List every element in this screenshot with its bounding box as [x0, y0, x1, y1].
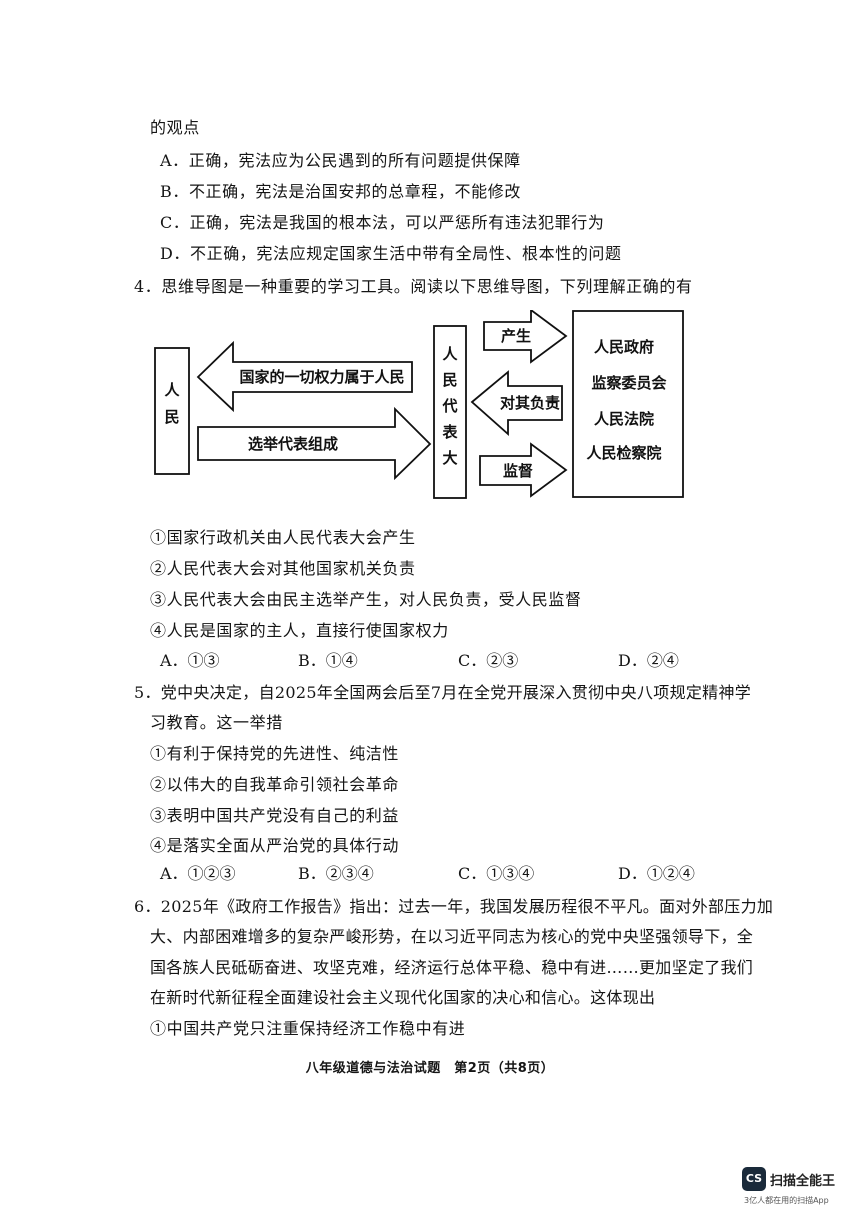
congress-char-4: 表 — [442, 423, 458, 441]
q3-option-b: B．不正确，宪法是治国安邦的总章程，不能修改 — [160, 182, 521, 201]
responsible-arrow-label: 对其负责 — [500, 394, 560, 412]
q5-statement-4: ④是落实全面从严治党的具体行动 — [150, 836, 400, 855]
congress-char-2: 民 — [442, 371, 457, 389]
q4-option-c: C．②③ — [458, 651, 519, 670]
page-footer: 八年级道德与法治试题 第2页（共8页） — [305, 1061, 555, 1076]
people-char-2: 民 — [164, 408, 179, 426]
congress-box — [433, 325, 467, 499]
q6-line-3: 国各族人民砥砺奋进、攻坚克难，经济运行总体平稳、稳中有进……更加坚定了我们 — [150, 958, 754, 977]
q6-line-4: 在新时代新征程全面建设社会主义现代化国家的决心和信心。这体现出 — [150, 988, 656, 1007]
organ-government: 人民政府 — [594, 338, 654, 356]
q3-option-c: C．正确，宪法是我国的根本法，可以严惩所有违法犯罪行为 — [160, 213, 605, 232]
q6-statement-1: ①中国共产党只注重保持经济工作稳中有进 — [150, 1019, 466, 1038]
q4-stem: 4．思维导图是一种重要的学习工具。阅读以下思维导图，下列理解正确的有 — [134, 277, 693, 296]
q4-option-a: A．①③ — [160, 651, 220, 670]
q4-option-d: D．②④ — [618, 651, 679, 670]
q4-statement-4: ④人民是国家的主人，直接行使国家权力 — [150, 621, 449, 640]
q3-option-d: D．不正确，宪法应规定国家生活中带有全局性、根本性的问题 — [160, 244, 622, 263]
q6-line-2: 大、内部困难增多的复杂严峻形势，在以习近平同志为核心的党中央坚强领导下，全 — [150, 927, 754, 946]
power-arrow — [196, 340, 413, 413]
q5-option-c: C．①③④ — [458, 864, 535, 883]
organ-court: 人民法院 — [594, 410, 654, 428]
q3-option-a: A．正确，宪法应为公民遇到的所有问题提供保障 — [160, 151, 521, 170]
organ-supervision: 监察委员会 — [591, 374, 666, 392]
watermark-title: 扫描全能王 — [770, 1174, 836, 1189]
q6-line-1: 6．2025年《政府工作报告》指出：过去一年，我国发展历程很不平凡。面对外部压力… — [134, 897, 774, 916]
q5-option-d: D．①②④ — [618, 864, 695, 883]
q5-statement-1: ①有利于保持党的先进性、纯洁性 — [150, 744, 400, 763]
congress-char-1: 人 — [442, 345, 458, 363]
scanner-watermark: CS 扫描全能王 3亿人都在用的扫描App — [742, 1167, 852, 1211]
watermark-subtitle: 3亿人都在用的扫描App — [744, 1196, 829, 1205]
elect-arrow-label: 选举代表组成 — [248, 435, 338, 453]
supervise-arrow — [479, 442, 568, 498]
q5-stem-line-2: 习教育。这一举措 — [150, 713, 283, 732]
congress-char-3: 代 — [441, 397, 457, 415]
supervise-arrow-label: 监督 — [503, 462, 533, 480]
produce-arrow-label: 产生 — [501, 327, 531, 345]
q3-tail: 的观点 — [150, 118, 200, 137]
elect-arrow — [197, 406, 432, 481]
produce-arrow — [483, 310, 568, 364]
q5-option-a: A．①②③ — [160, 864, 236, 883]
q4-statement-3: ③人民代表大会由民主选举产生，对人民负责，受人民监督 — [150, 590, 582, 609]
q5-stem-line-1: 5．党中央决定，自2025年全国两会后至7月在全党开展深入贯彻中央八项规定精神学 — [134, 683, 752, 702]
q5-option-b: B．②③④ — [298, 864, 374, 883]
q4-option-b: B．①④ — [298, 651, 358, 670]
q5-statement-2: ②以伟大的自我革命引领社会革命 — [150, 775, 400, 794]
q4-statement-2: ②人民代表大会对其他国家机关负责 — [150, 559, 416, 578]
organ-procuratorate: 人民检察院 — [586, 444, 661, 462]
power-arrow-label: 国家的一切权力属于人民 — [239, 368, 404, 386]
people-box — [154, 347, 190, 475]
state-organs-box — [572, 310, 684, 498]
q5-statement-3: ③表明中国共产党没有自己的利益 — [150, 806, 400, 825]
congress-char-5: 大 — [442, 449, 457, 467]
people-char-1: 人 — [164, 381, 180, 399]
mind-map-diagram: 人 民 国家的一切权力属于人民 选举代表组成 人 民 代 表 大 产生 对其负责… — [154, 310, 684, 499]
q4-statement-1: ①国家行政机关由人民代表大会产生 — [150, 528, 416, 547]
responsible-arrow — [470, 370, 563, 437]
camscanner-logo-icon: CS — [742, 1167, 766, 1191]
